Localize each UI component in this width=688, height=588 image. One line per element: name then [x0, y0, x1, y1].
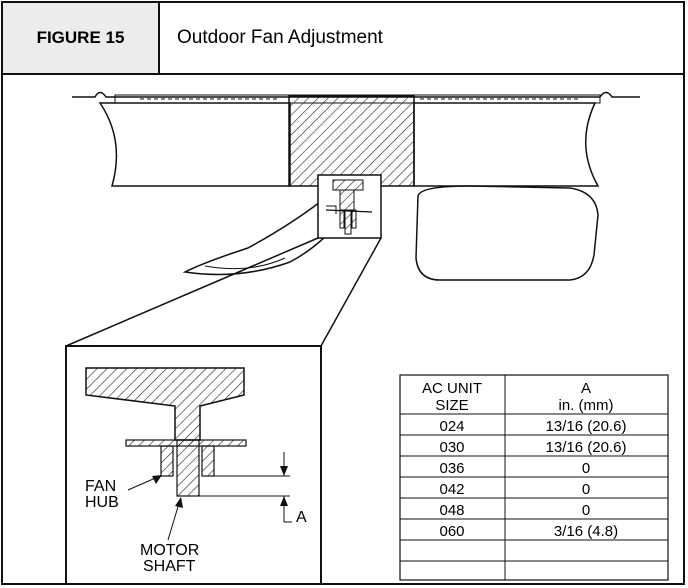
table-cell-size: 030 [439, 439, 464, 456]
table-header-size-line2: SIZE [435, 397, 468, 414]
figure-header: FIGURE 15 Outdoor Fan Adjustment [3, 3, 683, 75]
table-cell-size: 024 [439, 418, 464, 435]
table-cell-size: 060 [439, 523, 464, 540]
table-header-a-line1: A [581, 380, 591, 397]
dimension-a-label: A [296, 509, 307, 526]
table-cell-size: 036 [439, 460, 464, 477]
hub-detail-box [317, 174, 382, 239]
table-cell-a: 0 [582, 460, 590, 477]
table-cell-a: 0 [582, 502, 590, 519]
detail-leader-left [65, 237, 319, 347]
enlarged-hub-detail [65, 345, 322, 585]
table-cell-a: 0 [582, 481, 590, 498]
fan-hub-label-line2: HUB [85, 494, 119, 511]
table-cell-a: 3/16 (4.8) [554, 523, 618, 540]
table-cell-a: 13/16 (20.6) [546, 418, 627, 435]
table-header-a-line2: in. (mm) [559, 397, 614, 414]
fan-hub-label-line1: FAN [85, 478, 116, 495]
detail-leader-right [320, 237, 382, 347]
table-cell-size: 048 [439, 502, 464, 519]
table-header-size-line1: AC UNIT [422, 380, 482, 397]
motor-shaft-label-line2: SHAFT [143, 558, 196, 575]
table-cell-size: 042 [439, 481, 464, 498]
motor-shaft-label-line1: MOTOR [140, 542, 199, 559]
clearance-table [399, 374, 669, 581]
figure-title: Outdoor Fan Adjustment [177, 27, 383, 48]
fan-orifice-top-view [72, 91, 640, 187]
table-cell-a: 13/16 (20.6) [546, 439, 627, 456]
figure-number: FIGURE 15 [3, 3, 160, 73]
fan-blades [182, 185, 599, 281]
